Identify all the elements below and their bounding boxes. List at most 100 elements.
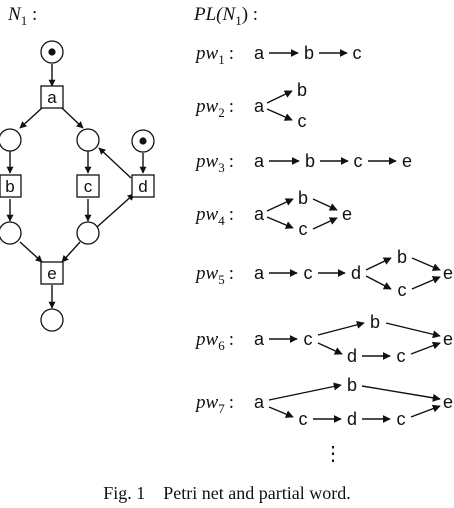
token-p1	[48, 48, 56, 56]
pw2-graph: a b c	[254, 80, 307, 131]
pl-title-prefix: PL(	[193, 4, 224, 25]
pw5-node-c2: c	[398, 280, 407, 300]
transition-e	[40, 261, 64, 285]
pw2-label: pw2:	[194, 96, 234, 120]
pw6-graph: a c b d c e	[254, 312, 453, 366]
pw1-node-c: c	[353, 43, 362, 63]
pw3-node-a: a	[254, 151, 265, 171]
figure-caption: Fig. 1 Petri net and partial word.	[103, 483, 350, 503]
pw4-node-b: b	[298, 188, 308, 208]
pw4-label: pw4:	[194, 204, 234, 228]
net-title-sub: 1	[21, 13, 28, 28]
arc-a-p2	[19, 107, 43, 129]
pw7-node-b: b	[347, 375, 357, 395]
pw5-arrow-c-e	[411, 276, 441, 290]
arc-a-p3	[61, 107, 84, 129]
pw5-arrow-d-b	[365, 257, 392, 271]
pw5-node-b: b	[397, 247, 407, 267]
pw7-arrow-a-c	[268, 406, 294, 418]
pw5-label: pw5:	[194, 263, 234, 287]
pw7-node-e: e	[443, 392, 453, 412]
pw5-arrow-b-e	[411, 257, 441, 271]
pw7-node-c2: c	[397, 409, 406, 429]
pw3-node-e: e	[402, 151, 412, 171]
pw2-node-a: a	[254, 96, 265, 116]
pw3-node-b: b	[305, 151, 315, 171]
net-title-main: N	[7, 4, 22, 25]
pl-title-main: N	[222, 4, 237, 25]
pw3-label: pw3:	[194, 151, 234, 175]
continuation-ellipsis: ⋮	[323, 443, 343, 465]
petri-net: a b c d e	[0, 40, 155, 332]
pl-title-sub: 1	[235, 13, 242, 28]
pw4-arrow-c-e	[312, 217, 338, 230]
pw1-label: pw1:	[194, 43, 234, 67]
arc-p6-e	[61, 241, 81, 263]
pw5-graph: a c d b c e	[254, 247, 453, 300]
pw2-node-b: b	[297, 80, 307, 100]
pw4-graph: a b c e	[254, 188, 352, 239]
transition-a	[40, 85, 64, 109]
transition-c-label: c	[84, 177, 93, 196]
pw4-arrow-a-b	[266, 198, 294, 212]
pw7-arrow-c-e	[410, 404, 441, 418]
net-title: N1 :	[7, 4, 37, 28]
place-p6	[76, 221, 100, 245]
transition-e-label: e	[47, 264, 56, 283]
pw7-node-c: c	[299, 409, 308, 429]
pw7-arrow-b-e	[361, 385, 441, 402]
transition-b-label: b	[5, 177, 14, 196]
pw5-node-e: e	[443, 263, 453, 283]
transition-a-label: a	[47, 88, 57, 107]
pw1-node-b: b	[304, 43, 314, 63]
pw3-graph: a b c e	[254, 151, 412, 171]
pw7-node-d: d	[347, 409, 357, 429]
pw5-arrow-d-c	[365, 275, 392, 290]
token-p4	[139, 137, 147, 145]
pw2-node-c: c	[298, 111, 307, 131]
place-p5	[0, 221, 22, 245]
arc-d-p3	[98, 147, 132, 179]
pw4-arrow-b-e	[312, 198, 338, 211]
pw6-node-a: a	[254, 329, 265, 349]
arc-p5-e	[19, 241, 43, 263]
pw6-node-c: c	[304, 329, 313, 349]
pw6-node-c2: c	[397, 346, 406, 366]
pw7-label: pw7:	[194, 392, 234, 416]
pw6-arrow-c-b	[317, 320, 365, 336]
pw4-node-a: a	[254, 204, 265, 224]
pw6-label: pw6:	[194, 329, 234, 353]
pw7-arrow-a-b	[268, 382, 342, 401]
pw6-node-b: b	[370, 312, 380, 332]
partial-word-labels: pw1: pw2: pw3: pw4: pw5: pw6: pw7:	[194, 43, 234, 416]
pw7-node-a: a	[254, 392, 265, 412]
place-p8	[40, 308, 64, 332]
net-title-colon: :	[27, 4, 37, 25]
transition-d-label: d	[138, 177, 147, 196]
pw2-arrow-a-c	[266, 108, 293, 121]
transition-b	[0, 174, 22, 198]
pw1-node-a: a	[254, 43, 265, 63]
pw5-node-a: a	[254, 263, 265, 283]
arc-p6-d	[96, 193, 135, 228]
pw4-node-c: c	[299, 219, 308, 239]
pl-title-post: ) :	[242, 4, 258, 25]
place-p2	[0, 128, 22, 152]
pw7-graph: a b c d c e	[254, 375, 453, 429]
pw6-node-d: d	[347, 346, 357, 366]
pw5-node-d: d	[351, 263, 361, 283]
transition-c	[76, 174, 100, 198]
pw5-node-c: c	[304, 263, 313, 283]
pw4-node-e: e	[342, 204, 352, 224]
pw2-arrow-a-b	[266, 90, 293, 104]
pl-title: PL(N1) :	[193, 4, 258, 28]
pw4-arrow-a-c	[266, 216, 294, 229]
pw6-node-e: e	[443, 329, 453, 349]
pw6-arrow-c-e	[410, 341, 441, 355]
transition-d	[131, 174, 155, 198]
pw6-arrow-b-e	[385, 322, 441, 339]
pw6-arrow-c-d	[317, 342, 343, 355]
place-p3	[76, 128, 100, 152]
pw3-node-c: c	[354, 151, 363, 171]
